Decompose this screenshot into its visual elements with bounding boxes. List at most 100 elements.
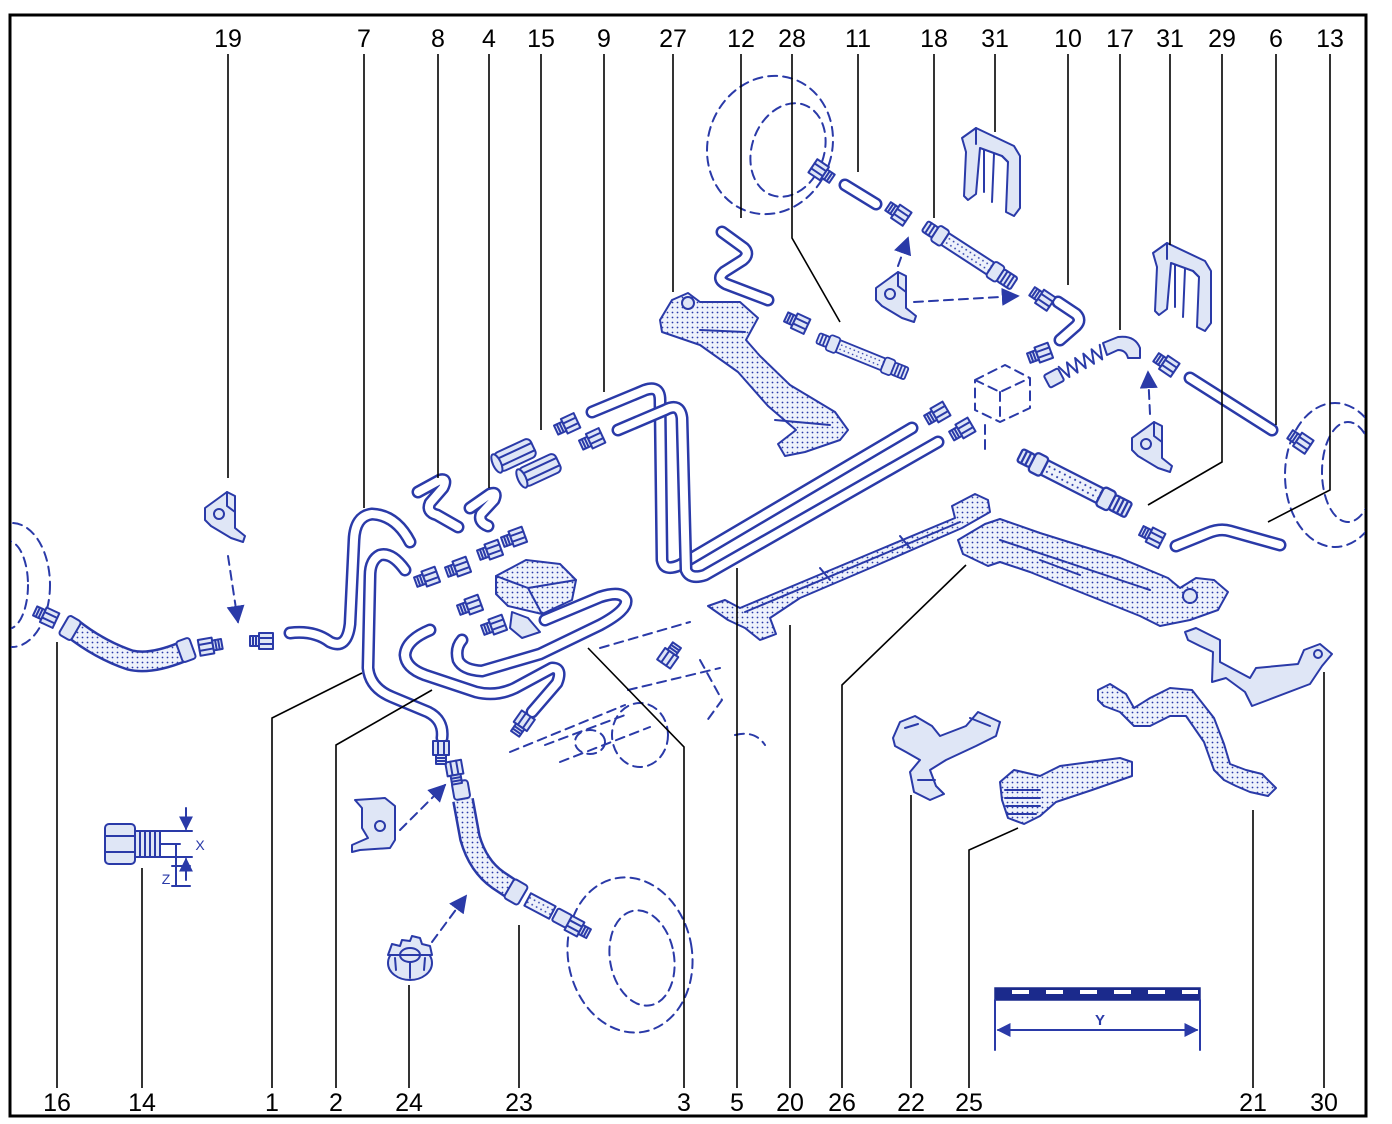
leader-26 — [841, 564, 967, 1088]
nut — [478, 613, 509, 639]
part-26-heat-shield — [957, 518, 1229, 627]
part-5-tube-inner — [614, 403, 942, 581]
arrow-castle-nut — [431, 894, 468, 943]
callout-label: 27 — [659, 25, 687, 53]
leader-29 — [1147, 54, 1223, 506]
rear-axle-outline — [509, 621, 766, 768]
part-7-tube-inner — [286, 510, 414, 648]
nut — [1024, 341, 1055, 367]
nut — [249, 632, 274, 650]
callout-label: 23 — [505, 1089, 533, 1117]
callout-label: 6 — [1269, 25, 1283, 53]
nut — [1150, 349, 1181, 378]
part-16-hose — [30, 602, 225, 673]
nut — [781, 308, 812, 335]
part-20-heat-shield — [707, 493, 991, 641]
callout-label: 20 — [776, 1089, 804, 1117]
dimension-label-y: Y — [1095, 1012, 1105, 1029]
part-27-plate — [659, 292, 849, 457]
part-23-hose — [444, 758, 594, 942]
arrow-bracket-lower — [399, 783, 447, 831]
arrow-bracket-upper-a — [894, 236, 912, 267]
bleed-fitting — [656, 639, 685, 670]
arrow-bracket-upper-b — [913, 287, 1020, 306]
callout-label: 2 — [329, 1089, 343, 1117]
leader-1 — [271, 672, 363, 1088]
part-30-bracket — [1184, 627, 1333, 707]
nut — [432, 740, 450, 765]
leader-25 — [968, 827, 1019, 1088]
nut — [576, 427, 607, 454]
leader-2 — [335, 689, 433, 1088]
callout-label: 31 — [981, 25, 1009, 53]
part-24-castle-nut — [387, 935, 433, 981]
callout-label: 15 — [527, 25, 555, 53]
part-14-fitting-detail — [104, 807, 193, 887]
part-9-tube-inner — [588, 384, 916, 572]
callout-label: 19 — [214, 25, 242, 53]
part-3-tube-inner — [453, 590, 631, 675]
nut — [498, 525, 529, 551]
callout-label: 5 — [730, 1089, 744, 1117]
callout-label: 9 — [597, 25, 611, 53]
diagram-frame — [8, 13, 1368, 1118]
part-8-tube-inner — [414, 475, 462, 531]
callout-label: 29 — [1208, 25, 1236, 53]
callout-label: 31 — [1156, 25, 1184, 53]
part-21-bracket — [1097, 683, 1277, 797]
bracket-right — [1131, 421, 1173, 473]
top-callouts: 19 7 8 4 15 9 27 12 28 11 18 31 10 17 31… — [214, 25, 1344, 53]
nut — [807, 158, 838, 187]
callout-label: 12 — [727, 25, 755, 53]
nut — [1026, 283, 1057, 312]
part-31-clip-b — [1152, 242, 1212, 332]
callout-label: 22 — [897, 1089, 925, 1117]
nut — [411, 565, 442, 591]
callout-label: 1 — [265, 1089, 279, 1117]
callout-label: 30 — [1310, 1089, 1338, 1117]
part-2-tube-inner — [364, 550, 447, 742]
part-28-hose — [814, 329, 911, 383]
nut — [946, 416, 977, 444]
leader-lines — [56, 54, 1331, 1088]
leader-13 — [1267, 54, 1331, 523]
part-22-clip — [892, 711, 1001, 801]
part-19-bracket — [204, 491, 246, 543]
part-18-hose — [919, 217, 1020, 293]
part-29-hose — [1014, 444, 1135, 521]
callout-label: 4 — [482, 25, 496, 53]
callout-label: 17 — [1106, 25, 1134, 53]
nut — [442, 555, 473, 581]
callout-label: 13 — [1316, 25, 1344, 53]
callout-label: 24 — [395, 1089, 423, 1117]
nut — [1136, 522, 1167, 550]
callout-label: 25 — [955, 1089, 983, 1117]
leader-28 — [791, 54, 841, 323]
part-13-tube-inner — [1172, 525, 1284, 550]
part-6-tube-inner — [1186, 374, 1276, 434]
part-31-clip-a — [961, 127, 1021, 217]
part-25-shield — [999, 757, 1133, 825]
bracket-lower — [351, 797, 396, 853]
dimension-label-z: Z — [162, 871, 171, 887]
callout-label: 16 — [43, 1089, 71, 1117]
part-1-tube-inner — [401, 626, 564, 716]
wheel-right-outline — [1284, 402, 1365, 548]
nut — [474, 538, 505, 564]
nut — [921, 400, 952, 428]
part-12-tube-inner — [716, 228, 772, 304]
wheel-left-outline — [11, 522, 51, 648]
callout-label: 8 — [431, 25, 445, 53]
wheel-bottom-outline — [566, 876, 694, 1034]
part-17-hose — [1043, 335, 1141, 389]
nut — [1284, 426, 1315, 455]
callout-label: 26 — [828, 1089, 856, 1117]
callout-label: 21 — [1239, 1089, 1267, 1117]
nut — [454, 593, 485, 619]
callout-label: 14 — [128, 1089, 156, 1117]
leader-3 — [587, 647, 685, 1088]
arrow-bracket-19 — [226, 555, 245, 624]
callout-label: 10 — [1054, 25, 1082, 53]
nut — [882, 198, 913, 227]
